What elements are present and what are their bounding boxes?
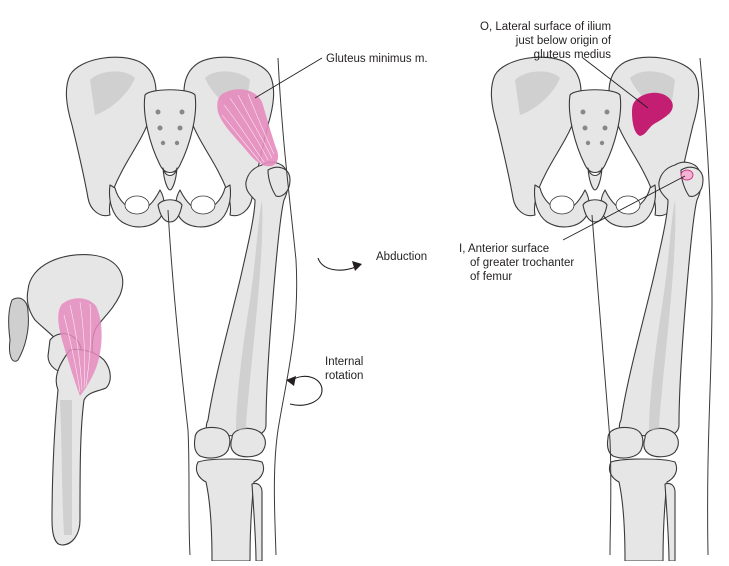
origin-label: O, Lateral surface of ilium just below o… [480,20,611,62]
origin-line-3: gluteus medius [533,49,612,61]
muscle-leader-line [254,57,323,99]
insertion-line-1: I, Anterior surface [459,243,550,255]
abduction-label: Abduction [376,251,428,263]
muscle-label: Gluteus minimus m. [326,53,428,65]
insertion-label: I, Anterior surface of greater trochante… [459,242,574,284]
insertion-line-3: of femur [470,271,513,283]
right-body-outline [591,214,612,556]
internal-rotation-label: Internal rotation [325,355,363,383]
gluteus-minimus-muscle [217,89,279,167]
left-body-outline [167,209,191,556]
left-leg-outline [273,57,298,556]
origin-leader-line [582,57,649,109]
internal-rotation-line-1: Internal [325,356,364,368]
insertion-leader-line [562,175,686,241]
insertion-area [680,169,694,181]
right-leg-outline [699,57,713,556]
abduction-arrow [317,257,362,271]
internal-rotation-arrow [286,375,323,406]
internal-rotation-line-2: rotation [325,370,364,382]
origin-line-2: just below origin of [515,35,612,47]
lateral-view-inset [8,254,124,546]
origin-line-1: O, Lateral surface of ilium [480,21,612,33]
insertion-line-2: of greater trochanter [470,257,575,269]
